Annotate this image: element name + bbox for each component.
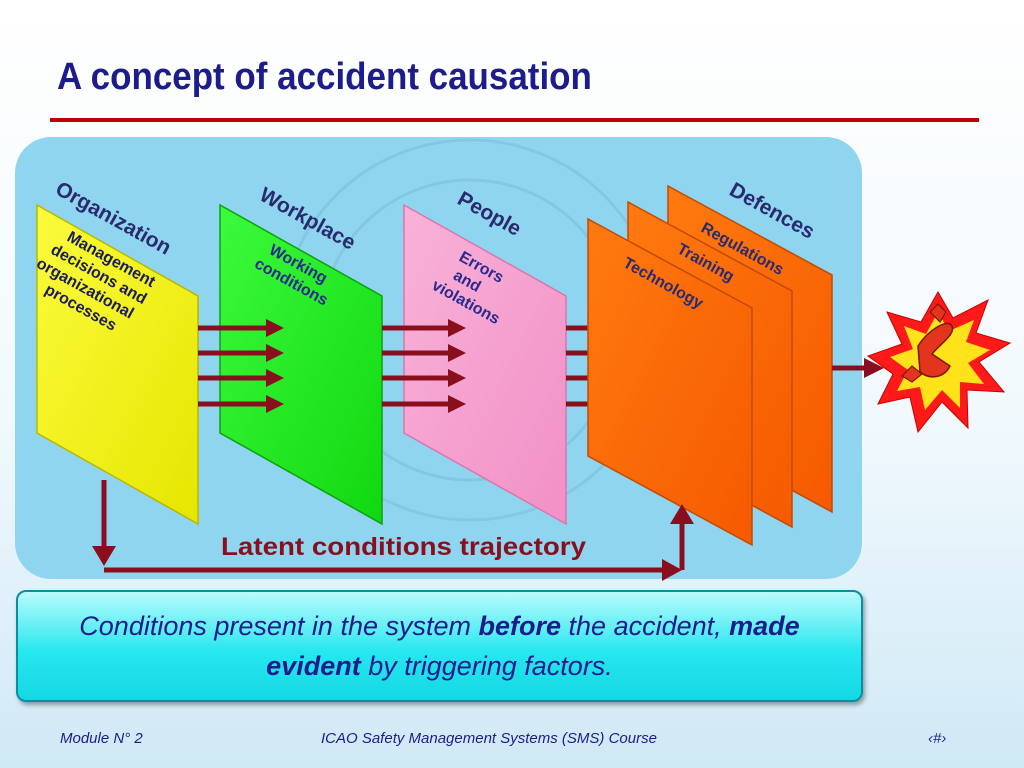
footer-course: ICAO Safety Management Systems (SMS) Cou… — [321, 730, 657, 747]
latent-trajectory-arrows — [92, 480, 694, 581]
explosion-crash-icon — [866, 290, 1012, 434]
footer-page-number: ‹#› — [928, 730, 947, 747]
organization-plane — [36, 203, 199, 526]
note-bold-before: before — [478, 611, 562, 641]
slide-title: A concept of accident causation — [57, 56, 592, 98]
note-part-1: Conditions present in the system — [79, 611, 479, 641]
note-part-3: by triggering factors. — [360, 651, 613, 681]
defence-plane-technology — [587, 217, 753, 547]
title-divider — [50, 118, 979, 122]
note-bold-made-evident: made evident — [266, 611, 800, 681]
workplace-plane — [219, 203, 383, 526]
accident-arrow — [832, 358, 884, 378]
footer-module: Module N° 2 — [60, 730, 143, 747]
explanation-text: Conditions present in the system before … — [50, 606, 830, 686]
note-part-2: the accident, — [561, 611, 730, 641]
people-plane — [403, 203, 567, 526]
explanation-box: Conditions present in the system before … — [16, 590, 863, 702]
people-header: People — [454, 187, 525, 240]
trajectory-label: Latent conditions trajectory — [221, 533, 586, 561]
